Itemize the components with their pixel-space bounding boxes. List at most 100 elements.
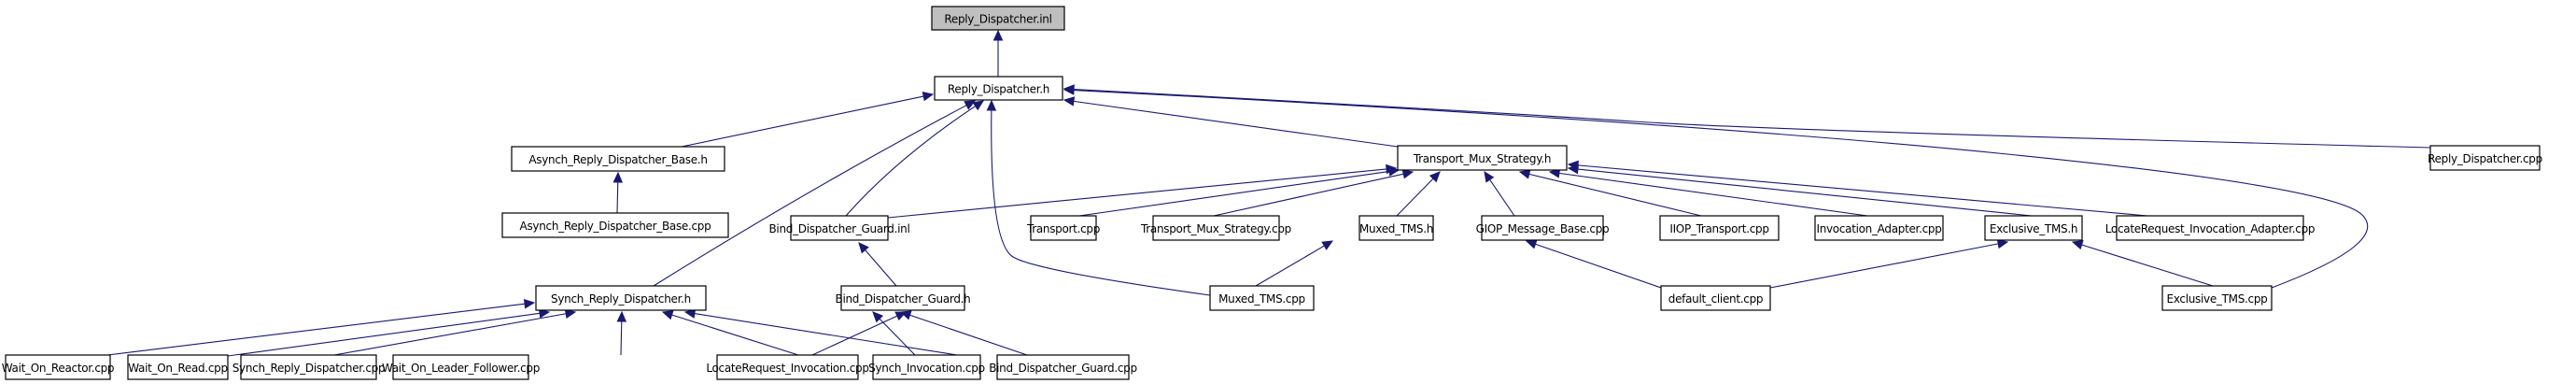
arrowhead-icon [1387, 166, 1401, 177]
edge-ardb_h-to-rd_h [681, 91, 935, 148]
nodes-layer: Reply_Dispatcher.inlReply_Dispatcher.hAs… [2, 6, 2542, 380]
node-box [790, 215, 889, 241]
node-srd-cpp[interactable]: Synch_Reply_Dispatcher.cpp [232, 354, 386, 380]
node-label: Exclusive_TMS.cpp [2167, 292, 2268, 306]
node-tms-h[interactable]: Transport_Mux_Strategy.h [1397, 145, 1568, 171]
edge-muxed_h-to-tms_h [1396, 171, 1441, 217]
arrowhead-icon [1063, 96, 1076, 107]
arrowhead-icon [858, 242, 869, 254]
edge-line [811, 315, 898, 356]
edge-lr_inv_adapter_cpp-to-tms_h [1567, 160, 2148, 217]
node-ardb-cpp[interactable]: Asynch_Reply_Dispatcher_Base.cpp [501, 212, 729, 238]
arrowhead-icon [1567, 160, 1579, 171]
node-rd-h[interactable]: Reply_Dispatcher.h [934, 76, 1063, 101]
edge-lr_inv_cpp-to-bdg_h [811, 311, 908, 356]
node-ardb-h[interactable]: Asynch_Reply_Dispatcher_Base.h [511, 146, 725, 172]
node-label: Exclusive_TMS.h [1990, 222, 2077, 235]
arrowhead-icon [1525, 239, 1538, 249]
edge-line [845, 106, 976, 217]
node-bdg-inl[interactable]: Bind_Dispatcher_Guard.inl [769, 215, 910, 241]
node-lr-inv-cpp[interactable]: LocateRequest_Invocation.cpp [706, 354, 869, 380]
node-label: GIOP_Message_Base.cpp [1476, 222, 1610, 235]
node-iiop-cpp[interactable]: IIOP_Transport.cpp [1659, 215, 1780, 241]
node-excl-h[interactable]: Exclusive_TMS.h [1984, 215, 2083, 241]
edge-synch_inv_cpp-to-bdg_h [872, 311, 916, 356]
node-muxed-cpp[interactable]: Muxed_TMS.cpp [1209, 285, 1315, 311]
edge-default_client_cpp-to-muxed_h [1525, 239, 1662, 289]
arrowhead-icon [899, 310, 912, 320]
node-label: Synch_Reply_Dispatcher.cpp [232, 362, 386, 375]
node-label: Wait_On_Reactor.cpp [2, 362, 115, 375]
edge-line [879, 318, 916, 356]
arrowhead-icon [612, 171, 624, 183]
node-wolf-cpp[interactable]: Wait_On_Leader_Follower.cpp [382, 354, 540, 380]
node-lr-inv-adapter-cpp[interactable]: LocateRequest_Invocation_Adapter.cpp [2105, 215, 2316, 241]
node-box [2116, 215, 2304, 241]
node-label: LocateRequest_Invocation_Adapter.cpp [2105, 222, 2315, 235]
node-box [931, 6, 1065, 31]
node-label: Transport_Mux_Strategy.h [1413, 152, 1551, 165]
node-box [1481, 215, 1604, 241]
node-label: Reply_Dispatcher.cpp [2428, 152, 2542, 165]
node-box [1814, 215, 1944, 241]
edge-muxed_cpp-to-muxed_h [1255, 240, 1334, 287]
edge-line [671, 314, 799, 356]
node-synch-inv-cpp[interactable]: Synch_Invocation.cpp [868, 354, 985, 380]
node-box [1209, 285, 1315, 311]
edge-line [865, 249, 897, 287]
edge-iiop_cpp-to-tms_h [1518, 169, 1702, 217]
edge-wolf_cpp-to-srd_h [616, 310, 627, 356]
arrowhead-icon [872, 311, 884, 323]
node-rd-inl[interactable]: Reply_Dispatcher.inl [931, 6, 1065, 31]
node-tms-cpp[interactable]: Transport_Mux_Strategy.cpp [1140, 215, 1291, 241]
edge-srd_cpp-to-srd_h [333, 308, 577, 356]
edge-line [1558, 172, 1868, 217]
node-label: Asynch_Reply_Dispatcher_Base.h [528, 153, 707, 166]
node-label: Transport_Mux_Strategy.cpp [1140, 222, 1291, 235]
node-box [240, 354, 377, 380]
edge-excl_cpp-to-rd_h [1063, 85, 2369, 289]
edge-line [106, 303, 526, 356]
node-label: Wait_On_Read.cpp [128, 362, 228, 375]
node-box [5, 354, 111, 380]
arrowhead-icon [564, 308, 577, 320]
node-excl-cpp[interactable]: Exclusive_TMS.cpp [2161, 285, 2273, 311]
node-label: Synch_Reply_Dispatcher.h [551, 292, 691, 306]
node-box [1397, 145, 1568, 171]
edge-line [1489, 178, 1515, 217]
edge-line [653, 105, 967, 287]
node-inv-adapter-cpp[interactable]: Invocation_Adapter.cpp [1814, 215, 1944, 241]
edge-line [909, 314, 1028, 356]
edge-bdg_cpp-to-bdg_h [899, 310, 1028, 356]
edge-giop_cpp-to-tms_h [1484, 170, 1515, 217]
node-box [2429, 145, 2541, 171]
edge-tms_cpp-to-tms_h [1213, 169, 1415, 217]
node-label: Bind_Dispatcher_Guard.h [836, 292, 971, 306]
node-giop-cpp[interactable]: GIOP_Message_Base.cpp [1476, 215, 1610, 241]
node-label: Wait_On_Leader_Follower.cpp [382, 362, 540, 375]
edge-line [991, 109, 1211, 296]
node-muxed-h[interactable]: Muxed_TMS.h [1358, 215, 1434, 241]
node-bdg-h[interactable]: Bind_Dispatcher_Guard.h [836, 285, 971, 311]
node-label: LocateRequest_Invocation.cpp [706, 362, 868, 375]
node-wore-cpp[interactable]: Wait_On_Read.cpp [127, 354, 229, 380]
node-label: Reply_Dispatcher.h [948, 83, 1049, 96]
node-label: IIOP_Transport.cpp [1669, 222, 1768, 235]
edge-tms_h-to-rd_h [1063, 96, 1399, 148]
node-wor-cpp[interactable]: Wait_On_Reactor.cpp [2, 354, 115, 380]
edge-wor_cpp-to-srd_h [106, 299, 536, 356]
arrowhead-icon [986, 99, 997, 111]
node-rd-cpp[interactable]: Reply_Dispatcher.cpp [2428, 145, 2542, 171]
node-srd-h[interactable]: Synch_Reply_Dispatcher.h [535, 285, 707, 311]
edge-muxed_cpp-to-rd_h [986, 99, 1211, 296]
node-bdg-cpp[interactable]: Bind_Dispatcher_Guard.cpp [989, 354, 1137, 380]
arrowhead-icon [964, 100, 977, 110]
edge-lr_inv_cpp-to-srd_h [661, 310, 799, 356]
node-transport-cpp[interactable]: Transport.cpp [1026, 215, 1100, 241]
edge-line [694, 313, 958, 356]
edge-excl_cpp-to-excl_h [2071, 240, 2214, 287]
edge-line [887, 168, 1387, 219]
node-label: Synch_Invocation.cpp [868, 362, 985, 375]
node-default-client-cpp[interactable]: default_client.cpp [1660, 285, 1771, 311]
node-label: Muxed_TMS.cpp [1218, 292, 1305, 306]
